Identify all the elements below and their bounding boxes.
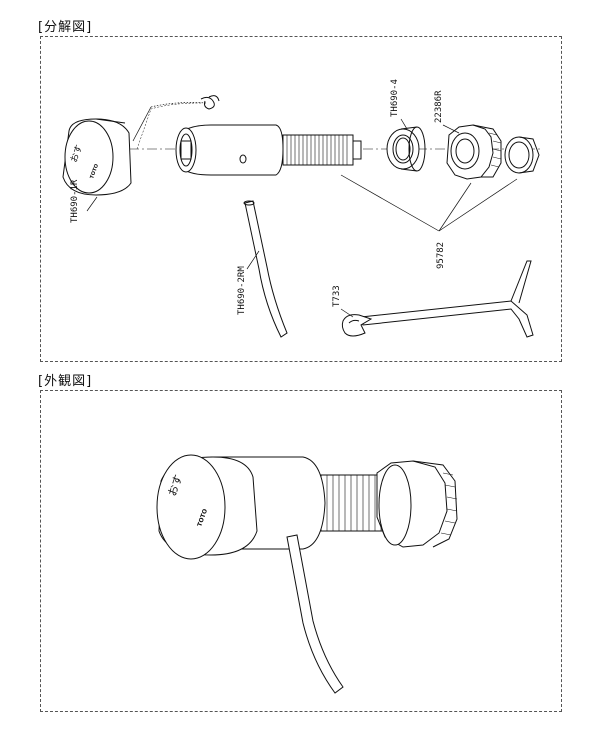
exploded-view-drawing: TH690-1R おす TOTO — [62, 79, 541, 338]
appearance-view-panel: おす TOTO — [40, 390, 562, 712]
exploded-view-heading: [分解図] — [38, 20, 93, 35]
lever-housing-part — [175, 124, 362, 176]
appearance-view-heading: [外観図] — [38, 374, 93, 389]
label-large-nut: 22386R — [434, 90, 444, 123]
assembled-nut — [376, 460, 458, 548]
chain-part — [132, 95, 220, 150]
assembled-cap — [156, 454, 258, 560]
label-nut-group: 95782 — [436, 242, 446, 269]
label-wrench: T733 — [332, 285, 342, 307]
cap-brand-mark: TOTO — [89, 163, 100, 179]
exploded-view-panel: TH690-1R おす TOTO — [40, 36, 562, 362]
label-washer: TH690-4 — [390, 79, 400, 117]
appearance-view-drawing: おす TOTO — [156, 454, 458, 694]
label-lever: TH690-2RM — [237, 266, 247, 315]
label-cap: TH690-1R — [70, 179, 80, 223]
washer-part — [386, 126, 426, 172]
small-nut-part — [504, 136, 540, 174]
assembled-lever — [286, 534, 344, 694]
large-nut-part — [446, 124, 502, 180]
lever-rod-part — [243, 200, 288, 338]
wrench-part — [341, 260, 534, 338]
cap-part — [62, 118, 132, 196]
